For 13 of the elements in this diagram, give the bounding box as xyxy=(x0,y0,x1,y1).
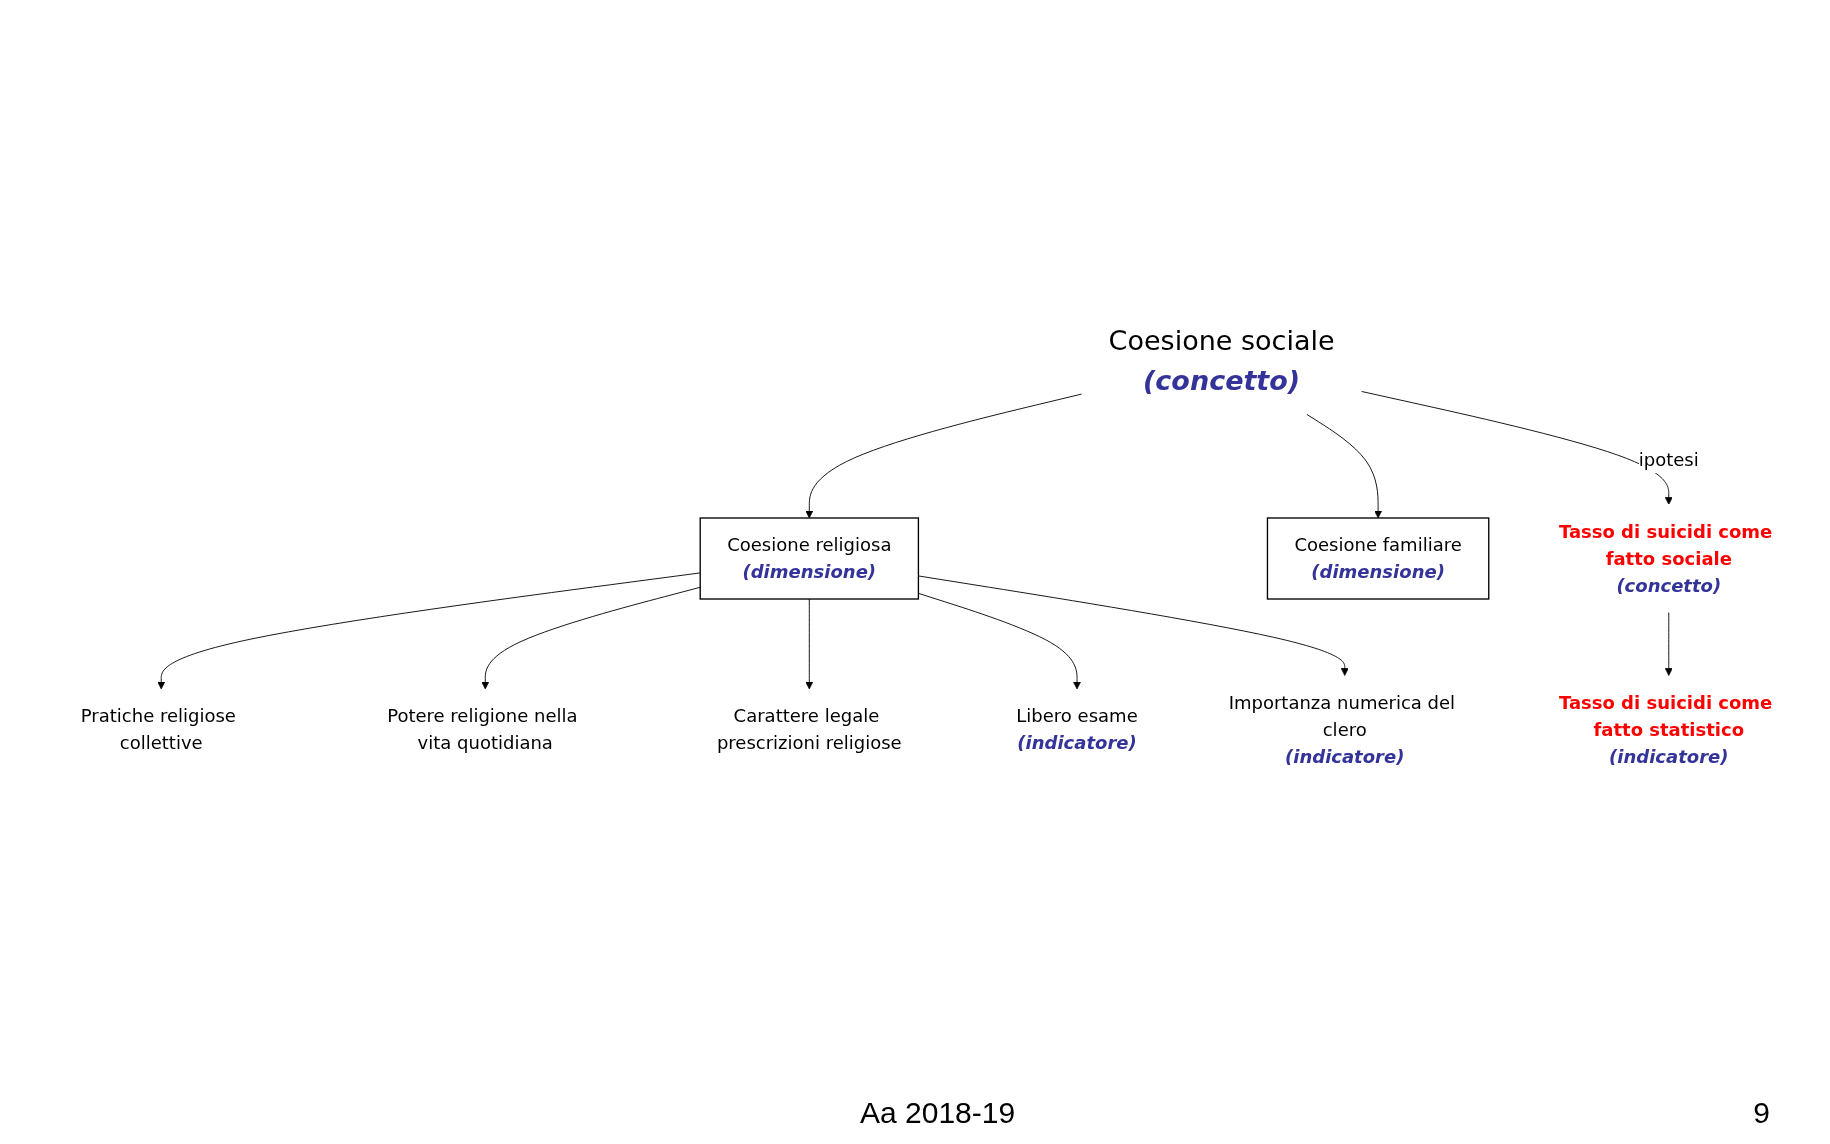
node-text: Tasso di suicidi come fatto statistico (indicatore) xyxy=(1558,691,1773,768)
node-text: Libero esame (indicatore) xyxy=(1016,705,1138,754)
footer-text: Aa 2018-19 xyxy=(860,1096,1016,1130)
node-text: Importanza numerica del clero (indicatore) xyxy=(1228,691,1456,768)
node-text: Coesione sociale (concetto) xyxy=(1108,324,1335,397)
node-text: Carattere legale prescrizioni religiose xyxy=(716,705,902,754)
node-text: Pratiche religiose collettive xyxy=(80,705,236,754)
node-box: Coesione religiosa (dimensione) xyxy=(699,517,920,600)
node-text: Tasso di suicidi come fatto sociale (concetto) xyxy=(1558,520,1773,597)
page-number: 9 xyxy=(1753,1096,1770,1130)
node-box: Coesione familiare (dimensione) xyxy=(1266,517,1490,600)
node-text: Potere religione nella vita quotidiana xyxy=(387,705,578,754)
edge-label: ipotesi xyxy=(1638,448,1699,471)
